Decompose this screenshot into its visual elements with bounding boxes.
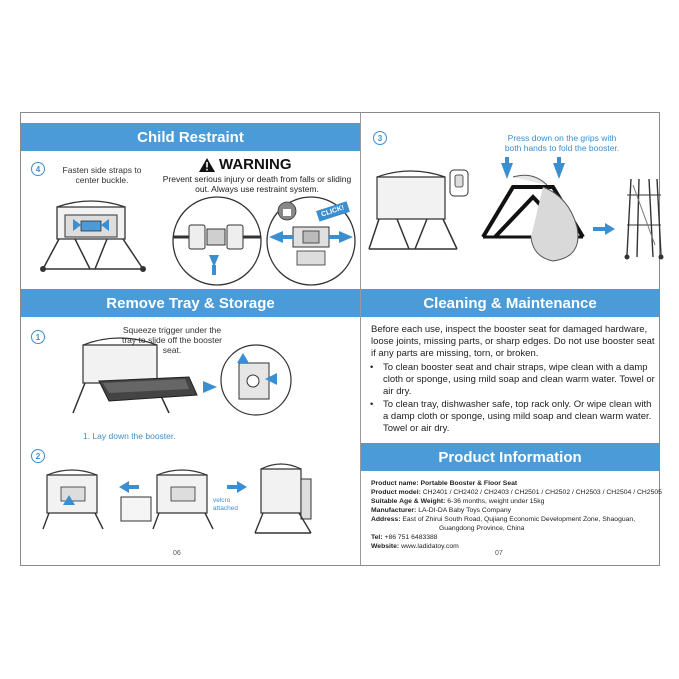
left-page-number: 06	[173, 550, 181, 557]
warning-title-text: WARNING	[219, 156, 292, 173]
right-page-number: 07	[495, 550, 503, 557]
fold-step-caption: Press down on the grips with both hands …	[504, 133, 620, 153]
info-label: Manufacturer:	[371, 507, 417, 514]
storage-arrow-right-icon	[227, 481, 247, 493]
product-model-row: Product model: CH2401 / CH2402 / CH2403 …	[371, 489, 662, 497]
folded-chair-illustration	[624, 178, 664, 260]
info-value: Portable Booster & Floor Seat	[420, 480, 518, 487]
info-value: CH2401 / CH2402 / CH2403 / CH2501 / CH25…	[422, 489, 662, 496]
manufacturer-row: Manufacturer: LA-DI-DA Baby Toys Company	[371, 507, 511, 515]
cleaning-bullet-1: • To clean booster seat and chair straps…	[370, 362, 655, 398]
website-row: Website: www.ladidatoy.com	[371, 543, 459, 551]
info-label: Suitable Age & Weight:	[371, 498, 446, 505]
product-info-header: Product Information	[361, 443, 659, 471]
child-restraint-header: Child Restraint	[21, 123, 360, 151]
cleaning-bullet-1-text: To clean booster seat and chair straps, …	[383, 362, 655, 397]
page-divider	[360, 113, 361, 565]
cleaning-header: Cleaning & Maintenance	[361, 289, 659, 317]
address-row-continued: Guangdong Province, China	[439, 525, 524, 533]
info-value: +86 751 6483388	[384, 534, 438, 541]
info-label: Product name:	[371, 480, 419, 487]
product-name-row: Product name: Portable Booster & Floor S…	[371, 480, 517, 488]
product-info-list: Product name: Portable Booster & Floor S…	[361, 480, 662, 560]
tel-row: Tel: +86 751 6483388	[371, 534, 438, 542]
warning-triangle-icon	[199, 157, 215, 172]
info-label: Tel:	[371, 534, 383, 541]
step-4-badge: 4	[31, 162, 45, 176]
booster-chair-restraint-illustration	[40, 200, 146, 272]
grip-detail-icon	[449, 169, 469, 197]
storage-arrow-left-icon	[119, 481, 139, 493]
trigger-detail-circle	[220, 344, 292, 416]
bullet-dot: •	[370, 399, 374, 410]
cleaning-bullet-2-text: To clean tray, dishwasher safe, top rack…	[383, 399, 652, 434]
velcro-label: velcro attached	[213, 497, 238, 512]
address-row: Address: East of Zhirui South Road, Quji…	[371, 516, 635, 524]
fold-chair-illustration	[368, 170, 458, 250]
info-label: Product model:	[371, 489, 421, 496]
info-label: Address:	[371, 516, 401, 523]
info-value: 6-36 months, weight under 15kg	[447, 498, 545, 505]
info-value: LA-DI-DA Baby Toys Company	[418, 507, 512, 514]
cleaning-bullet-2: • To clean tray, dishwasher safe, top ra…	[370, 399, 655, 435]
step-4-caption: Fasten side straps to center buckle.	[62, 165, 142, 185]
storage-step-c-illustration	[254, 463, 312, 534]
buckle-click-circle	[266, 196, 356, 286]
bullet-dot: •	[370, 362, 374, 373]
step-3-badge: 3	[373, 131, 387, 145]
warning-text: Prevent serious injury or death from fal…	[162, 174, 352, 194]
info-value: www.ladidatoy.com	[401, 543, 459, 550]
cleaning-intro: Before each use, inspect the booster sea…	[371, 324, 655, 359]
fold-arrow-icon	[593, 223, 615, 235]
remove-tray-header: Remove Tray & Storage	[21, 289, 360, 317]
warning-title: WARNING	[199, 156, 292, 173]
storage-step-a-illustration	[42, 469, 104, 530]
step-1-badge: 1	[31, 330, 45, 344]
buckle-detail-circle	[172, 196, 262, 286]
info-label: Website:	[371, 543, 400, 550]
info-value: Guangdong Province, China	[439, 525, 525, 532]
tray-removal-illustration	[72, 337, 217, 414]
age-weight-row: Suitable Age & Weight: 6-36 months, weig…	[371, 498, 544, 506]
tray-panel-illustration	[120, 496, 152, 522]
step-1-sub-caption: 1. Lay down the booster.	[83, 431, 176, 441]
step-2-badge: 2	[31, 449, 45, 463]
hands-folding-illustration	[481, 157, 585, 262]
manual-spread: Child Restraint 4 Fasten side straps to …	[20, 112, 664, 566]
storage-step-b-illustration	[152, 469, 214, 530]
step-1-caption: Squeeze trigger under the tray to slide …	[121, 325, 222, 355]
info-value: East of Zhirui South Road, Qujiang Econo…	[402, 516, 636, 523]
